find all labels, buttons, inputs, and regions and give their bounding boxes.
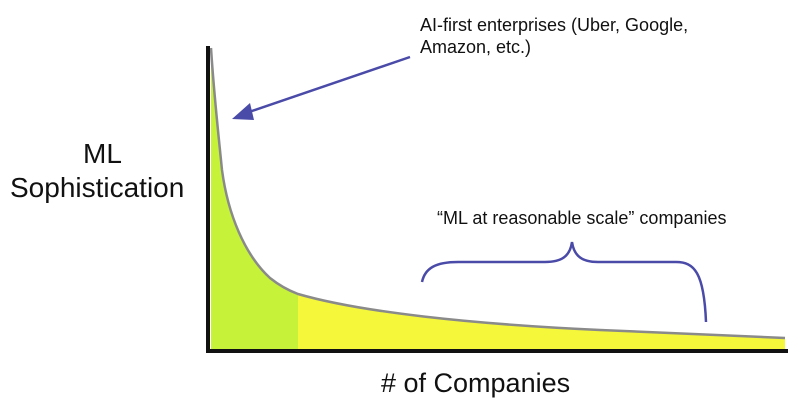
reasonable-scale-annotation: “ML at reasonable scale” companies — [437, 208, 727, 228]
y-axis-label-line-2: Sophistication — [10, 172, 185, 203]
ai-first-region — [211, 48, 298, 350]
long-tail-region — [298, 294, 785, 350]
curly-brace-icon — [420, 241, 708, 323]
ai-first-annotation-line-2: Amazon, etc.) — [420, 37, 532, 57]
arrow-head-icon — [232, 103, 254, 120]
distribution-curve — [209, 47, 786, 340]
y-axis-label-line-1: ML — [83, 138, 122, 169]
y-axis-label: ML Sophistication — [10, 137, 200, 205]
ai-first-annotation: AI-first enterprises (Uber, Google, Amaz… — [420, 14, 688, 58]
ai-first-annotation-line-1: AI-first enterprises (Uber, Google, — [420, 15, 689, 35]
x-axis-label: # of Companies — [381, 368, 571, 398]
annotation-arrow — [245, 55, 411, 115]
